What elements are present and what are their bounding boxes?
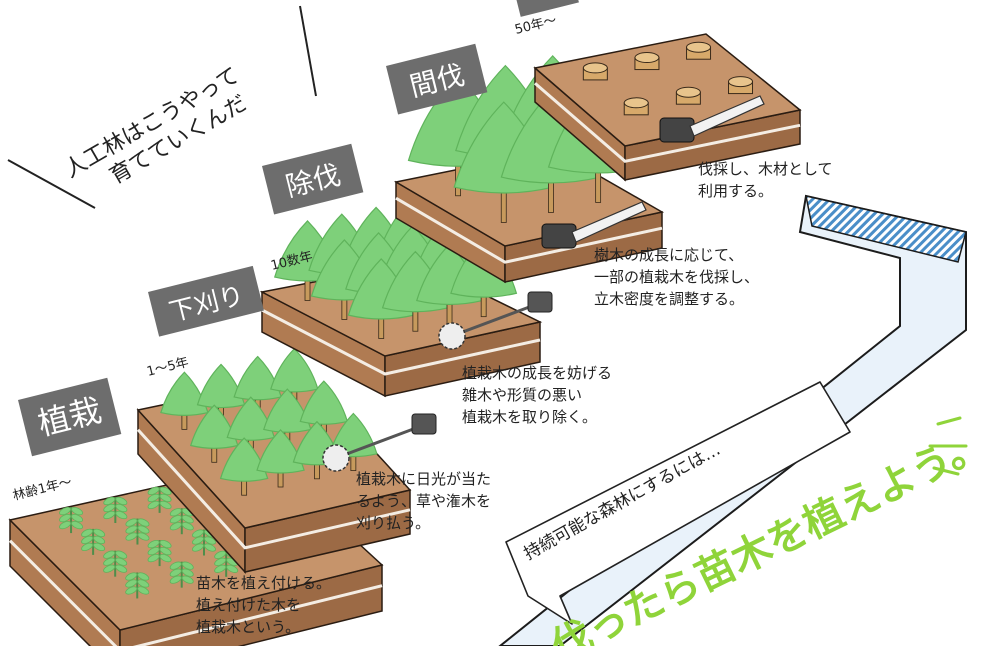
sparkle-lines [928,416,968,476]
stage-period: 林齢1年〜 [11,475,73,504]
stage-label-weeding: 下刈り [148,265,264,337]
stage-description-planting: 苗木を植え付ける。 植え付けた木を 植栽木という。 [196,574,332,636]
stage-description-cleaning: 植栽木の成長を妨げる 雑木や形質の悪い 植栽木を取り除く。 [462,364,613,426]
seedling [125,572,150,599]
headline: 人工林はこうやって 育てていくんだ [61,63,252,189]
tree [256,429,305,488]
stage-label-planting: 植栽 [18,377,122,457]
seedling [103,550,128,577]
tree [189,404,239,463]
stump [728,76,754,95]
seedling [125,518,150,545]
seedling [169,561,194,588]
brush-cutter-icon [438,291,553,350]
stage-description-weeding: 植栽木に日光が当た るよう、草や潅木を 刈り払う。 [356,470,492,532]
block-thinning [393,55,665,284]
seedling [59,506,84,534]
tree [160,371,209,430]
stump [675,86,701,105]
stump [686,41,712,60]
brush-cutter-icon [322,413,437,472]
block-cleaning [259,199,553,398]
chainsaw-icon [541,201,647,249]
seedling [103,496,128,523]
stage-description-thinning: 樹木の成長に応じて、 一部の植栽木を伐採し、 立木密度を調整する。 [594,246,760,308]
seedling [147,539,172,567]
headline-slash-left [7,159,96,209]
stage-label-harvest [511,0,579,17]
ribbon [498,194,967,646]
tree [219,437,269,496]
seedling [147,486,172,513]
headline-slash-right [299,5,317,97]
stump [582,62,608,81]
stump [634,52,660,71]
stump [623,97,649,116]
terrace-blocks [8,33,802,646]
stage-description-harvest: 伐採し、木材として 利用する。 [698,160,833,200]
block-weeding [136,347,437,574]
seedling [169,508,194,535]
chainsaw-icon [659,95,765,143]
seedling [192,529,216,556]
stage-label-cleaning: 除伐 [262,143,364,215]
seedling [81,528,106,555]
block-harvest [533,33,802,182]
stage-period: 50年〜 [513,13,558,38]
stage-label-thinning: 間伐 [386,43,488,115]
